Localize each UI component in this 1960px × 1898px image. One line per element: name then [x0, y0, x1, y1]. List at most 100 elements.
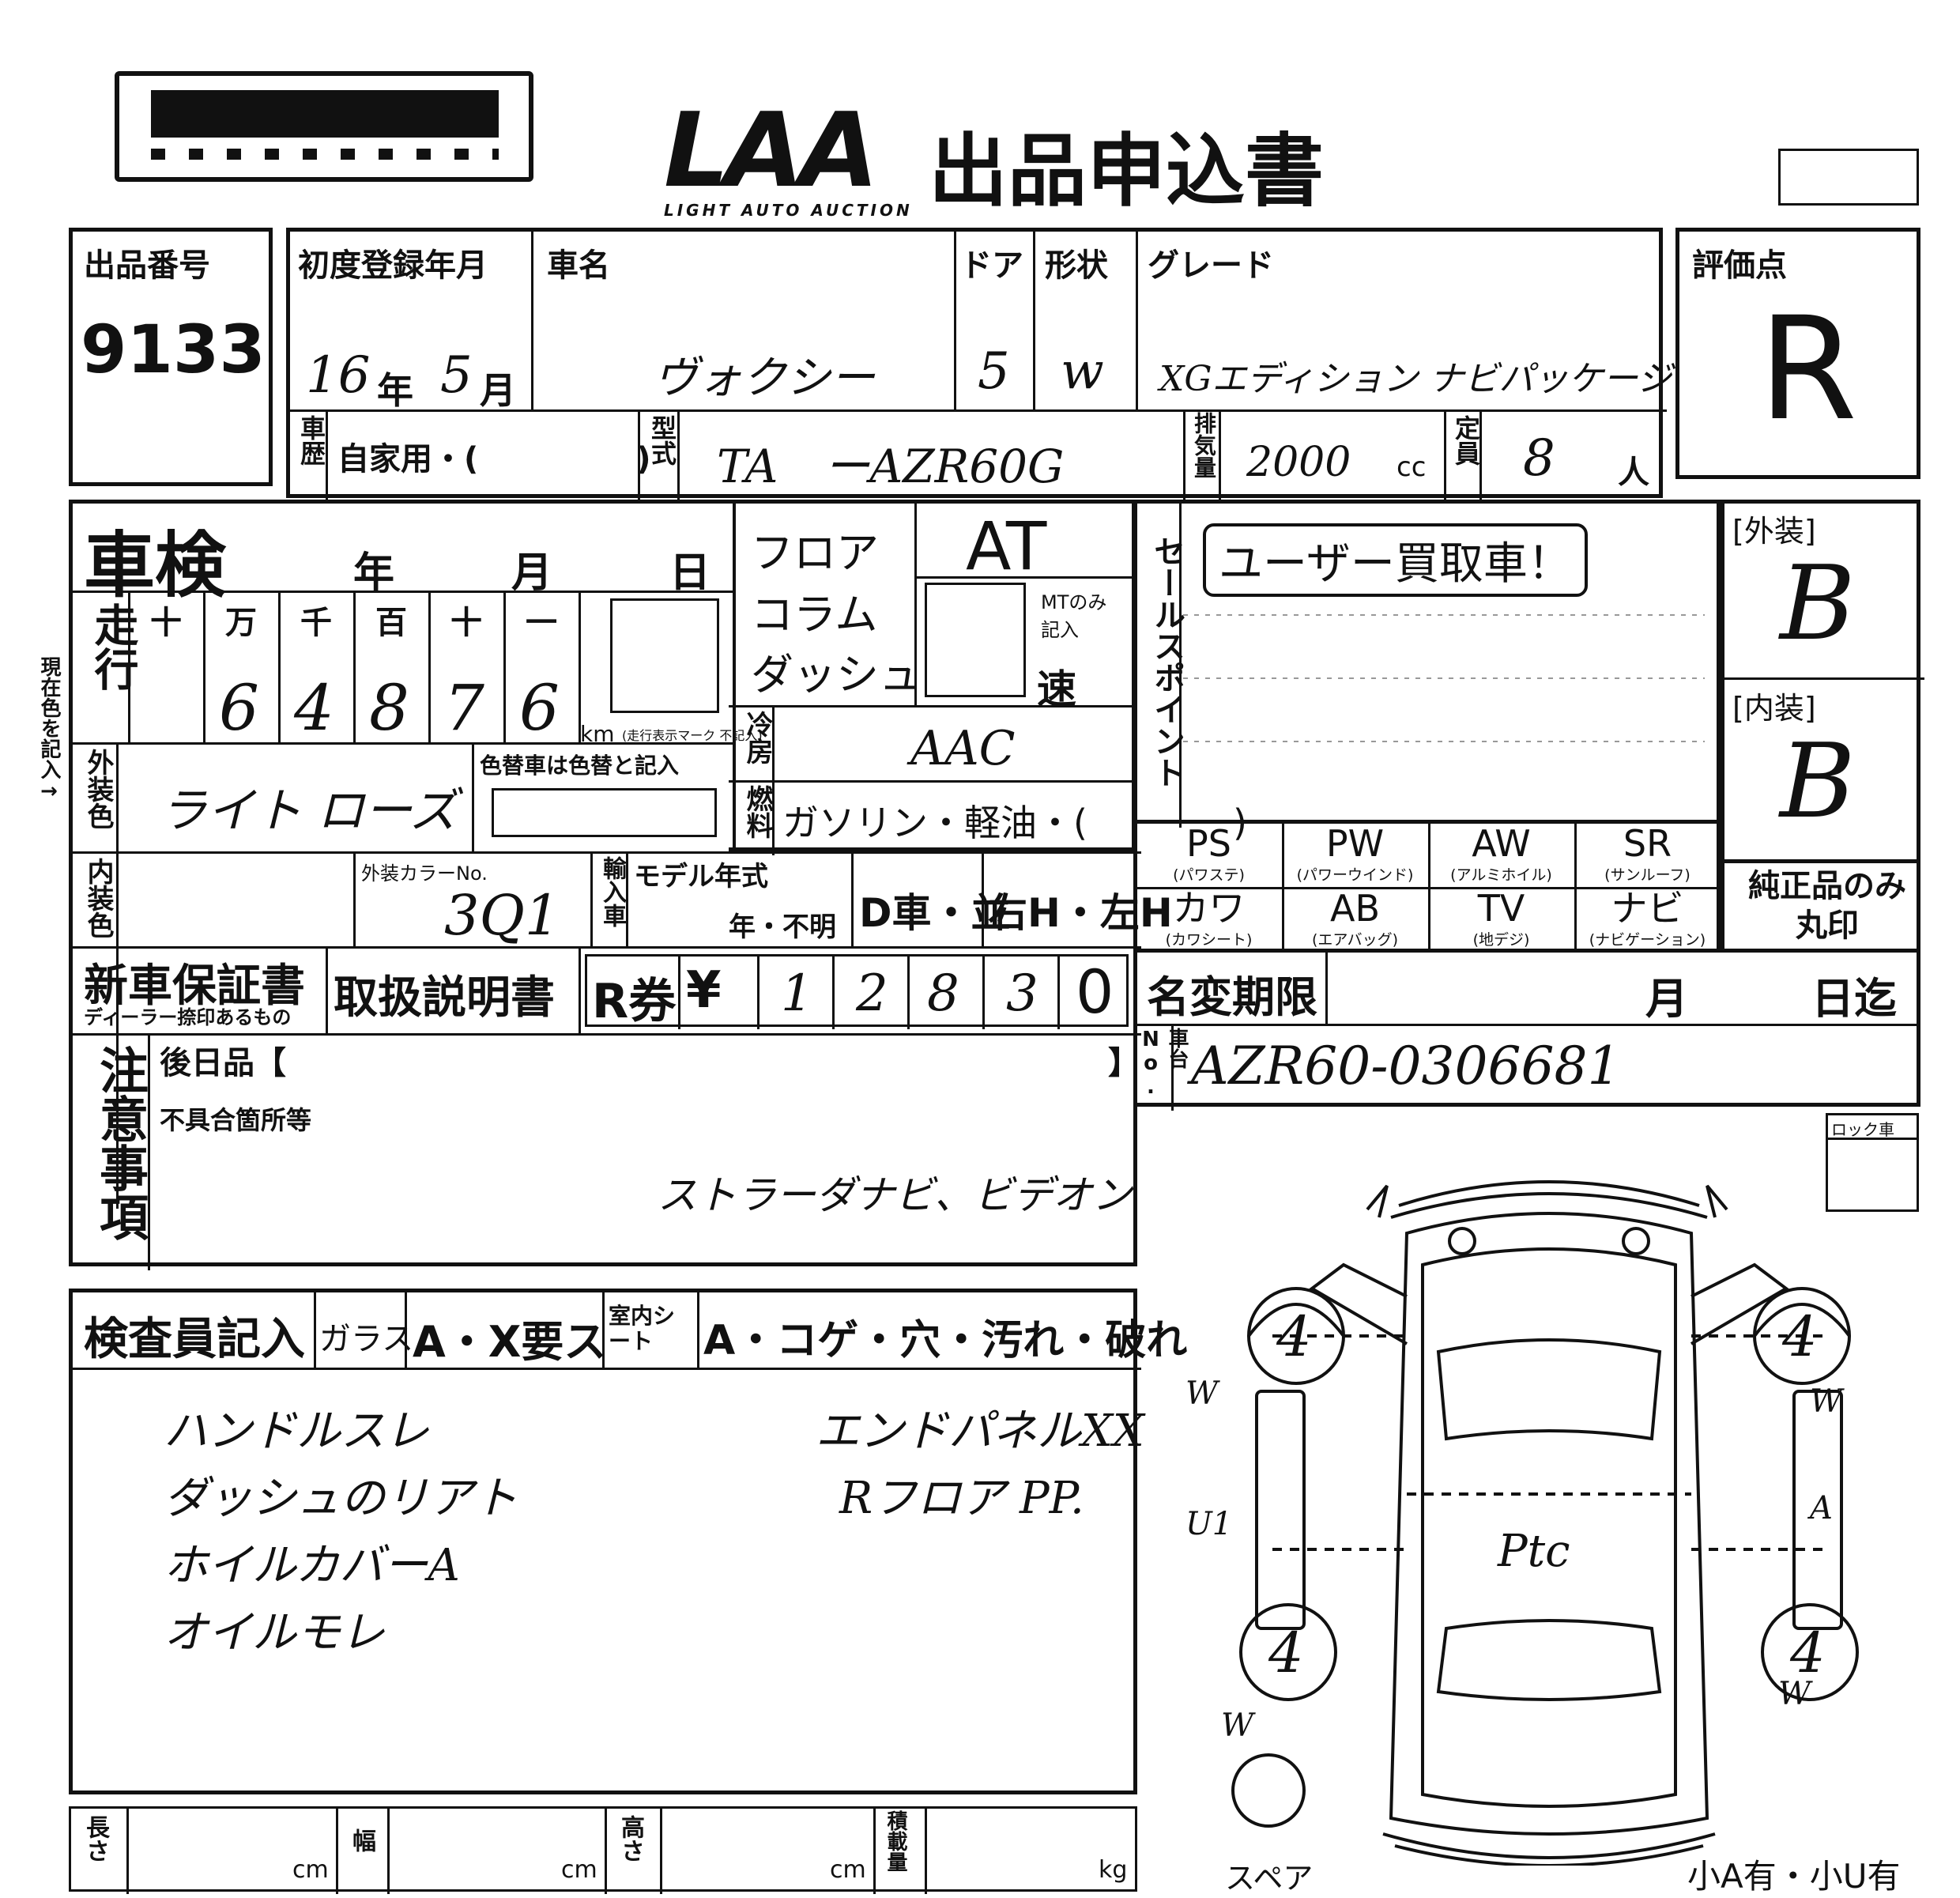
- width-label: 幅: [348, 1828, 375, 1852]
- height-label: 高さ: [616, 1815, 644, 1862]
- later-items-label: 後日品【: [160, 1045, 286, 1081]
- mark-u1: U1: [1185, 1506, 1233, 1542]
- shape-label: 形状: [1045, 247, 1108, 284]
- model-value: TA ーAZR60G: [717, 440, 1065, 493]
- defects-label: 不具合箇所等: [160, 1105, 312, 1135]
- digit-2: 4: [294, 671, 334, 745]
- inspector-line-0: ハンドルスレ: [164, 1406, 429, 1457]
- equip-sr-sub: (サンルーフ): [1604, 866, 1690, 884]
- tire-rl: 4: [1268, 1621, 1304, 1685]
- shift-box: フロア コラム ダッシュ AT MTのみ 記入 速 冷房 AAC 燃料 ガソリン…: [729, 500, 1247, 855]
- interior-value: B: [1780, 721, 1856, 841]
- mileage-mark-box[interactable]: [610, 598, 719, 713]
- reg-label: 初度登録年月: [298, 247, 488, 284]
- redacted-block: [151, 90, 499, 138]
- color-no-label: 外装カラーNo.: [361, 862, 488, 885]
- repaint-input[interactable]: [492, 788, 717, 837]
- recycle-digit-3: 3: [1006, 964, 1038, 1023]
- shift-dash: ダッシュ: [751, 650, 922, 700]
- lock-box[interactable]: ロック車: [1826, 1113, 1919, 1212]
- tire-rr: 4: [1790, 1621, 1826, 1685]
- score-label: 評価点: [1692, 247, 1787, 284]
- lot-number-box: 出品番号 9133: [69, 228, 273, 486]
- dealer-stamp: [115, 71, 533, 182]
- equip-ab: AB: [1329, 887, 1381, 930]
- seat-value: A・コゲ・穴・汚れ・破れ: [703, 1317, 1188, 1364]
- page-title: 出品申込書: [929, 125, 1324, 217]
- inspector-line-1: ダッシュのリアト: [164, 1473, 518, 1524]
- ac-label: 冷房: [741, 711, 773, 764]
- exterior-value: B: [1780, 543, 1856, 663]
- equip-pw: PW: [1325, 822, 1385, 865]
- warranty-label: 新車保証書: [84, 960, 305, 1012]
- exterior-label: [外装]: [1732, 514, 1816, 549]
- digit-label-1: 万: [225, 605, 257, 641]
- shift-column: コラム: [751, 590, 878, 640]
- recycle-yen: ¥: [686, 961, 722, 1020]
- inspector-right-1: Rフロア PP.: [839, 1473, 1084, 1524]
- side-note: 現在色を記入→: [37, 656, 61, 803]
- mileage-note: (走行表示マーク 不記入): [622, 728, 763, 743]
- digit-label-3: 百: [375, 605, 407, 641]
- digit-label-5: 一: [526, 605, 557, 641]
- recycle-digit-2: 8: [927, 964, 959, 1023]
- width-unit: cm: [561, 1856, 597, 1884]
- equip-navi-sub: (ナビゲーション): [1589, 931, 1706, 949]
- ext-color-value: ライト ローズ: [160, 783, 458, 839]
- equip-pw-sub: (パワーウインド): [1296, 866, 1414, 884]
- shaken-month: 月: [511, 549, 553, 597]
- shift-floor: フロア: [751, 528, 879, 578]
- recycle-label: R券: [592, 974, 677, 1029]
- interior-label: [内装]: [1732, 691, 1816, 726]
- reg-year-suffix: 年: [377, 369, 413, 412]
- int-color-label: 内装色: [82, 858, 114, 938]
- digit-5: 6: [519, 671, 560, 745]
- shift-at: AT: [966, 508, 1047, 585]
- bottom-note: 小A有・小U有: [1687, 1857, 1901, 1896]
- top-right-box[interactable]: [1778, 149, 1919, 206]
- mark-a: A: [1810, 1490, 1833, 1526]
- digit-3: 8: [369, 671, 409, 745]
- score-box: 評価点 R: [1675, 228, 1920, 479]
- lock-label: ロック車: [1831, 1120, 1894, 1139]
- dealer-value: D車・並: [859, 890, 1011, 936]
- ext-color-label: 外装色: [82, 749, 114, 829]
- shaken-label: 車検: [84, 524, 226, 607]
- mt-speed-box[interactable]: [925, 583, 1026, 697]
- mileage-digits: 十 万 千 百 十 一 6 4 8 7 6: [128, 592, 581, 745]
- score-value: R: [1758, 287, 1858, 452]
- vehicle-info-box: 初度登録年月 16 年 5 月 車名 ヴォクシー ドア 5 形状 w グレード …: [286, 228, 1672, 502]
- shaken-day: 日: [669, 549, 711, 597]
- genuine-label: 純正品のみ 丸印: [1748, 868, 1906, 944]
- car-name-value: ヴォクシー: [654, 353, 875, 404]
- equip-aw: AW: [1472, 822, 1531, 865]
- handle-value: 右H・左H: [988, 890, 1173, 936]
- lot-number-label: 出品番号: [84, 247, 210, 284]
- displacement-value: 2000: [1246, 439, 1351, 486]
- car-diagram: [1231, 1180, 1859, 1866]
- tire-fl: 4: [1276, 1304, 1312, 1369]
- capacity-label: 定員: [1451, 415, 1481, 466]
- sales-label: セールスポイント: [1148, 535, 1185, 788]
- laa-logo: LAA LIGHT AUTO AUCTION: [664, 99, 917, 220]
- mark-w-fl: W: [1185, 1375, 1219, 1412]
- equip-aw-sub: (アルミホイル): [1450, 866, 1552, 884]
- main-form: 車検 年 月 日 走行 十 万 千 百 十 一 6 4 8 7 6 km (走行…: [69, 500, 1173, 1270]
- inspector-line-2: ホイルカバーA: [164, 1540, 460, 1591]
- digit-label-0: 十: [150, 605, 182, 641]
- chassis-label: 車台No.: [1139, 1028, 1189, 1099]
- notes-label: 注意事項: [91, 1045, 149, 1241]
- model-year-label: モデル年式: [634, 861, 768, 892]
- digit-label-4: 十: [450, 605, 482, 641]
- equipment-grid: PS (パワステ) PW (パワーウインド) AW (アルミホイル) SR (サ…: [1136, 822, 1721, 953]
- name-change-day: 日迄: [1811, 974, 1897, 1024]
- inspector-box: 検査員記入 ガラス A・X要ス 室内シート A・コゲ・穴・汚れ・破れ ハンドルス…: [69, 1289, 1187, 1794]
- capacity-unit: 人: [1618, 455, 1649, 491]
- reg-month-suffix: 月: [480, 369, 516, 412]
- dimensions-row: 長さ cm 幅 cm 高さ cm 積載量 kg: [69, 1806, 1137, 1894]
- manual-label: 取扱説明書: [334, 972, 555, 1024]
- repaint-label: 色替車は色替と記入: [480, 753, 680, 779]
- fuel-label: 燃料: [741, 785, 773, 839]
- recycle-digit-1: 2: [856, 964, 888, 1023]
- name-change-month: 月: [1645, 974, 1688, 1024]
